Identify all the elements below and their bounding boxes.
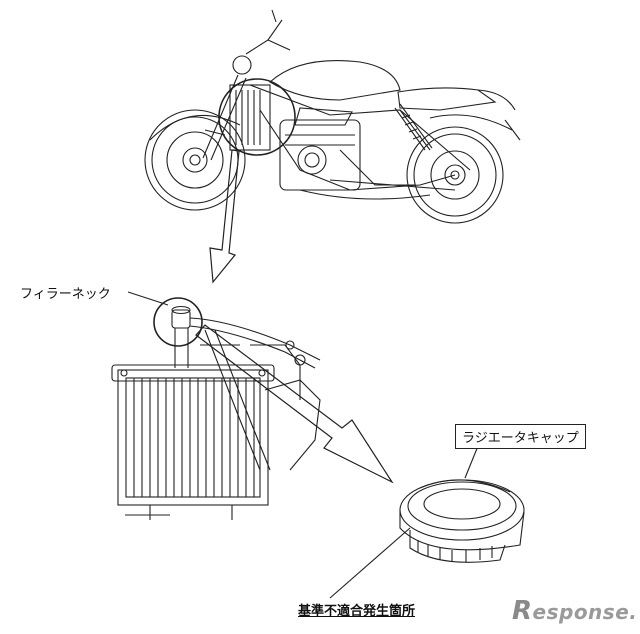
response-watermark: Response.	[512, 596, 638, 626]
defect-location-label: 基準不適合発生箇所	[298, 604, 416, 619]
highlight-circle-bike	[218, 78, 296, 156]
radiator-cap-drawing	[399, 479, 525, 563]
leader-radiator-cap	[464, 445, 479, 479]
radiator-cap-label: ラジエータキャップ	[455, 424, 586, 449]
arrow-to-detail	[209, 149, 240, 284]
arrow-to-cap	[195, 324, 394, 484]
radiator-detail-drawing	[111, 305, 321, 520]
leader-filler-neck	[127, 291, 169, 306]
motorcycle-drawing	[144, 9, 521, 224]
leader-defect	[329, 527, 411, 599]
filler-neck-label: フィラーネック	[20, 287, 111, 302]
highlight-circle-neck	[153, 297, 203, 347]
